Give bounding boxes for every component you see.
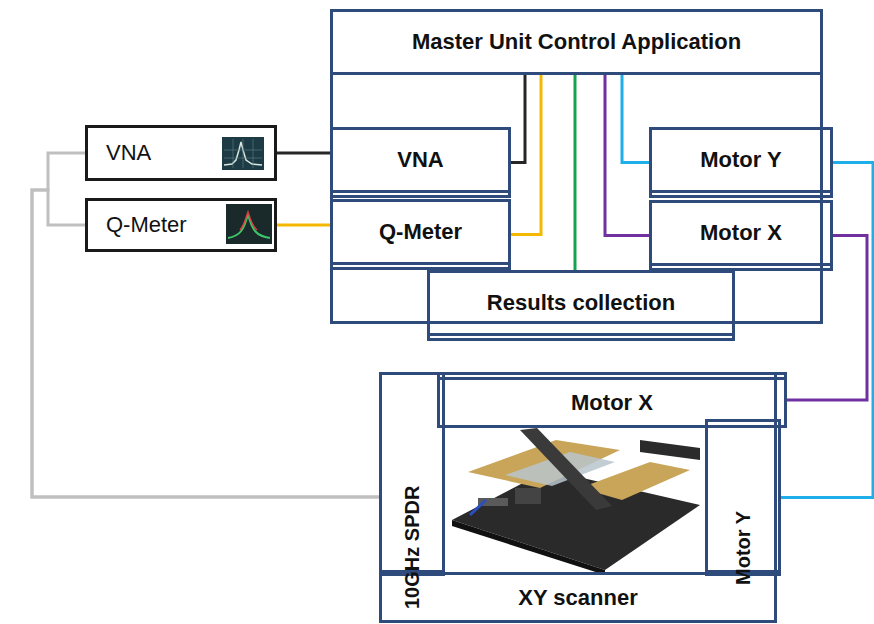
box-label: 10GHz SPDR xyxy=(382,525,442,573)
box-label: Motor Y xyxy=(652,130,830,193)
motor-box: Motor Y xyxy=(705,419,781,576)
cable-line xyxy=(277,224,330,227)
instrument-box: VNA xyxy=(85,125,277,181)
scanner-box: XY scannerMotor X10GHz SPDRMotor Y xyxy=(379,372,777,623)
cable-line xyxy=(605,75,649,236)
vna-screen-icon xyxy=(222,137,264,170)
box-heading: Master Unit Control Application xyxy=(333,12,820,75)
box-heading: XY scanner xyxy=(382,572,774,620)
module-box: Motor Y xyxy=(649,127,833,198)
cable-line xyxy=(511,75,541,235)
box-label: Q-Meter xyxy=(88,212,187,237)
instrument-box: Q-Meter xyxy=(85,198,277,252)
box-label: VNA xyxy=(88,140,151,165)
cable-line xyxy=(32,190,379,497)
q-meter-screen-icon xyxy=(226,204,272,244)
module-box: Motor X xyxy=(649,200,833,271)
cable-line xyxy=(622,75,649,163)
cable-line xyxy=(787,236,867,401)
box-label: Motor X xyxy=(652,203,830,266)
box-label: Motor X xyxy=(440,377,784,425)
cable-line xyxy=(574,75,577,270)
module-box: Results collection xyxy=(427,270,735,341)
box-label: Q-Meter xyxy=(333,202,508,265)
cable-line xyxy=(781,163,873,498)
box-label: Results collection xyxy=(430,273,732,336)
box-label: Motor Y xyxy=(708,525,778,573)
control-application-box: Master Unit Control ApplicationVNA Q-Mete… xyxy=(330,9,823,324)
resonator-box: 10GHz SPDR xyxy=(379,372,445,576)
module-box: Q-Meter xyxy=(330,199,511,270)
cable-line xyxy=(277,152,330,155)
box-label: VNA xyxy=(333,130,508,193)
cable-line xyxy=(32,153,379,497)
cable-line xyxy=(511,75,525,163)
module-box: VNA xyxy=(330,127,511,198)
xy-scanner-photo xyxy=(452,428,700,575)
